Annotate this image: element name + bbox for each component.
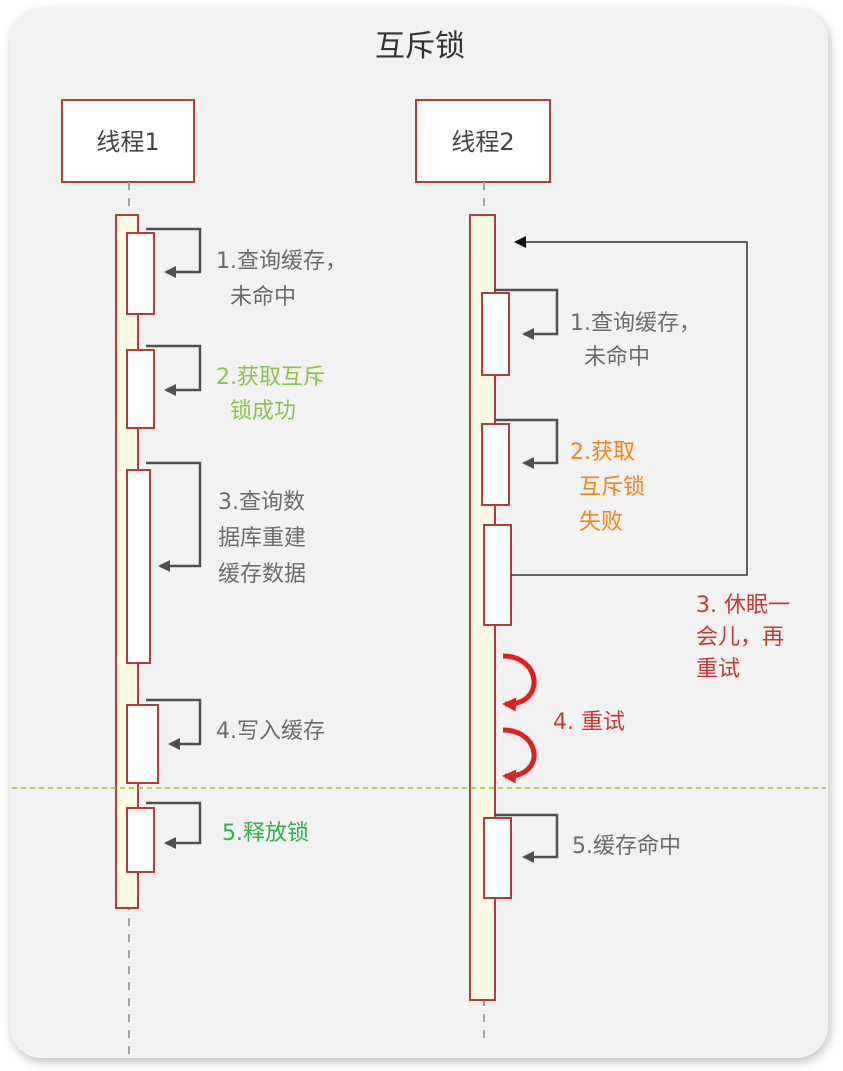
activation-thread1-step4	[126, 704, 159, 784]
actor-box-thread1	[61, 99, 195, 183]
thread1-step3-label: 3.查询数 据库重建 缓存数据	[218, 490, 313, 587]
self-arrow-thread1-step4	[146, 698, 202, 750]
thread1-step2-label: 2.获取互斥 锁成功	[216, 365, 332, 424]
self-arrow-thread1-step1	[146, 227, 202, 278]
activation-thread2-step3	[483, 524, 512, 626]
retry-loop-arrow	[511, 236, 748, 576]
activation-thread2-step5	[483, 817, 512, 899]
thread2-step3-label: 3. 休眠一 会儿，再 重试	[696, 593, 797, 682]
self-arrow-thread2-step1	[494, 288, 559, 340]
thread2-step1-label: 1.查询缓存， 未命中	[570, 311, 708, 370]
diagram-panel	[10, 8, 828, 1058]
activation-thread1-step5	[126, 807, 155, 873]
self-arrow-thread1-step5	[146, 801, 202, 849]
self-arrow-thread1-step2	[146, 344, 202, 396]
actor-label-thread1: 线程1	[96, 128, 159, 156]
activation-thread2-step2	[481, 423, 510, 506]
activation-thread2-step1	[481, 292, 510, 376]
thread1-step1-label: 1.查询缓存， 未命中	[216, 249, 354, 310]
self-arrow-thread2-step5	[494, 813, 559, 863]
thread1-step5-label: 5.释放锁	[222, 821, 309, 846]
thread2-step2-label: 2.获取 互斥锁 失败	[570, 440, 652, 535]
actor-label-thread2: 线程2	[451, 128, 514, 156]
self-arrow-thread2-step2	[494, 418, 559, 469]
thread2-step4-label: 4. 重试	[553, 710, 625, 735]
retry-curve-icon	[502, 653, 537, 712]
thread1-step4-label: 4.写入缓存	[216, 719, 325, 744]
activation-thread1-step1	[126, 232, 155, 315]
activation-thread1-step3	[126, 469, 151, 664]
retry-curve-icon	[502, 727, 537, 784]
thread2-step5-label: 5.缓存命中	[572, 834, 681, 859]
activation-thread1-step2	[126, 349, 155, 429]
self-arrow-thread1-step3	[146, 461, 202, 572]
diagram-title: 互斥锁	[375, 29, 465, 64]
